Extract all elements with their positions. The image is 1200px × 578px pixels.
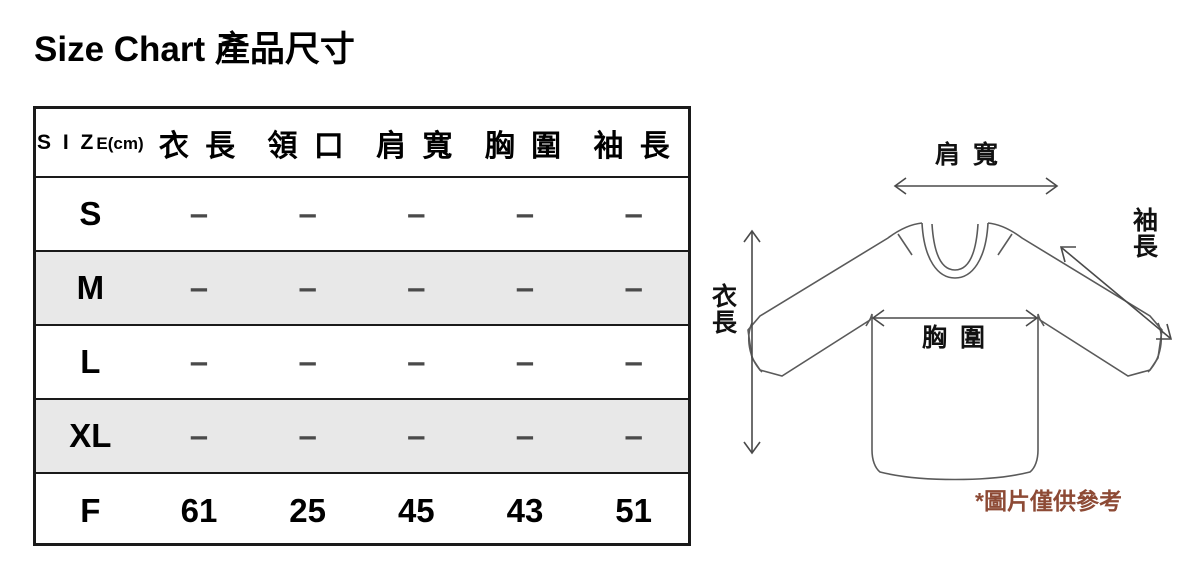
column-header-shoulder: 肩 寬	[361, 109, 471, 178]
garment-measurement-diagram: 肩 寬 胸 圍 袖 長 衣 長	[690, 120, 1200, 520]
cell-collar: –	[253, 398, 362, 474]
cell-length: –	[144, 250, 254, 326]
footnote-disclaimer: *圖片僅供參考	[975, 488, 1122, 514]
table-row: S – – – – –	[36, 176, 688, 252]
column-header-length: 衣 長	[144, 109, 254, 178]
row-size-label: F	[36, 472, 145, 547]
chest-width-arrow-icon	[871, 309, 1039, 327]
cell-shoulder: 45	[361, 472, 471, 547]
column-header-sleeve: 袖 長	[579, 109, 688, 178]
label-sleeve-length-line1: 袖	[1133, 207, 1159, 235]
label-body-length-line2: 長	[712, 309, 738, 338]
cell-chest: –	[470, 324, 580, 400]
column-header-chest: 胸 圍	[470, 109, 580, 178]
table-header-row: S I ZE(cm) 衣 長 領 口 肩 寬 胸 圍 袖 長	[36, 109, 688, 178]
body-length-arrow-icon	[743, 229, 761, 455]
cell-collar: 25	[253, 472, 362, 547]
row-size-label: S	[36, 176, 145, 252]
cell-length: –	[144, 176, 254, 252]
cell-length: 61	[144, 472, 254, 547]
label-sleeve-length: 袖 長	[1133, 208, 1167, 261]
cell-sleeve: –	[579, 398, 688, 474]
cell-sleeve: –	[579, 250, 688, 326]
page-title: Size Chart 產品尺寸	[34, 30, 355, 69]
cell-sleeve: –	[579, 324, 688, 400]
cell-sleeve: 51	[579, 472, 688, 547]
label-shoulder-width: 肩 寬	[935, 141, 1001, 169]
cell-shoulder: –	[361, 250, 471, 326]
label-sleeve-length-line2: 長	[1133, 233, 1159, 262]
label-body-length: 衣 長	[712, 284, 744, 337]
cell-shoulder: –	[361, 398, 471, 474]
row-size-label: L	[36, 324, 145, 400]
cell-length: –	[144, 398, 254, 474]
column-header-collar: 領 口	[253, 109, 362, 178]
label-chest-width: 胸 圍	[922, 324, 988, 352]
cell-chest: 43	[470, 472, 580, 547]
garment-outline-icon	[747, 222, 1163, 481]
garment-illustration-svg	[743, 177, 1173, 481]
sleeve-length-arrow-icon	[1059, 246, 1173, 340]
column-header-size: S I ZE(cm)	[36, 109, 145, 178]
shoulder-width-arrow-icon	[893, 177, 1059, 195]
cell-shoulder: –	[361, 176, 471, 252]
table-row: F 61 25 45 43 51	[36, 472, 688, 547]
label-body-length-line1: 衣	[712, 283, 738, 311]
table-row: L – – – – –	[36, 324, 688, 400]
cell-length: –	[144, 324, 254, 400]
cell-collar: –	[253, 250, 362, 326]
row-size-label: M	[36, 250, 145, 326]
row-size-label: XL	[36, 398, 145, 474]
cell-collar: –	[253, 176, 362, 252]
size-header-main: S I Z	[37, 130, 97, 154]
cell-chest: –	[470, 250, 580, 326]
cell-chest: –	[470, 176, 580, 252]
cell-collar: –	[253, 324, 362, 400]
size-chart-table: S I ZE(cm) 衣 長 領 口 肩 寬 胸 圍 袖 長 S – – – –…	[33, 106, 691, 547]
cell-sleeve: –	[579, 176, 688, 252]
table-row: M – – – – –	[36, 250, 688, 326]
size-header-unit: E(cm)	[96, 133, 144, 153]
table-row: XL – – – – –	[36, 398, 688, 474]
cell-chest: –	[470, 398, 580, 474]
cell-shoulder: –	[361, 324, 471, 400]
